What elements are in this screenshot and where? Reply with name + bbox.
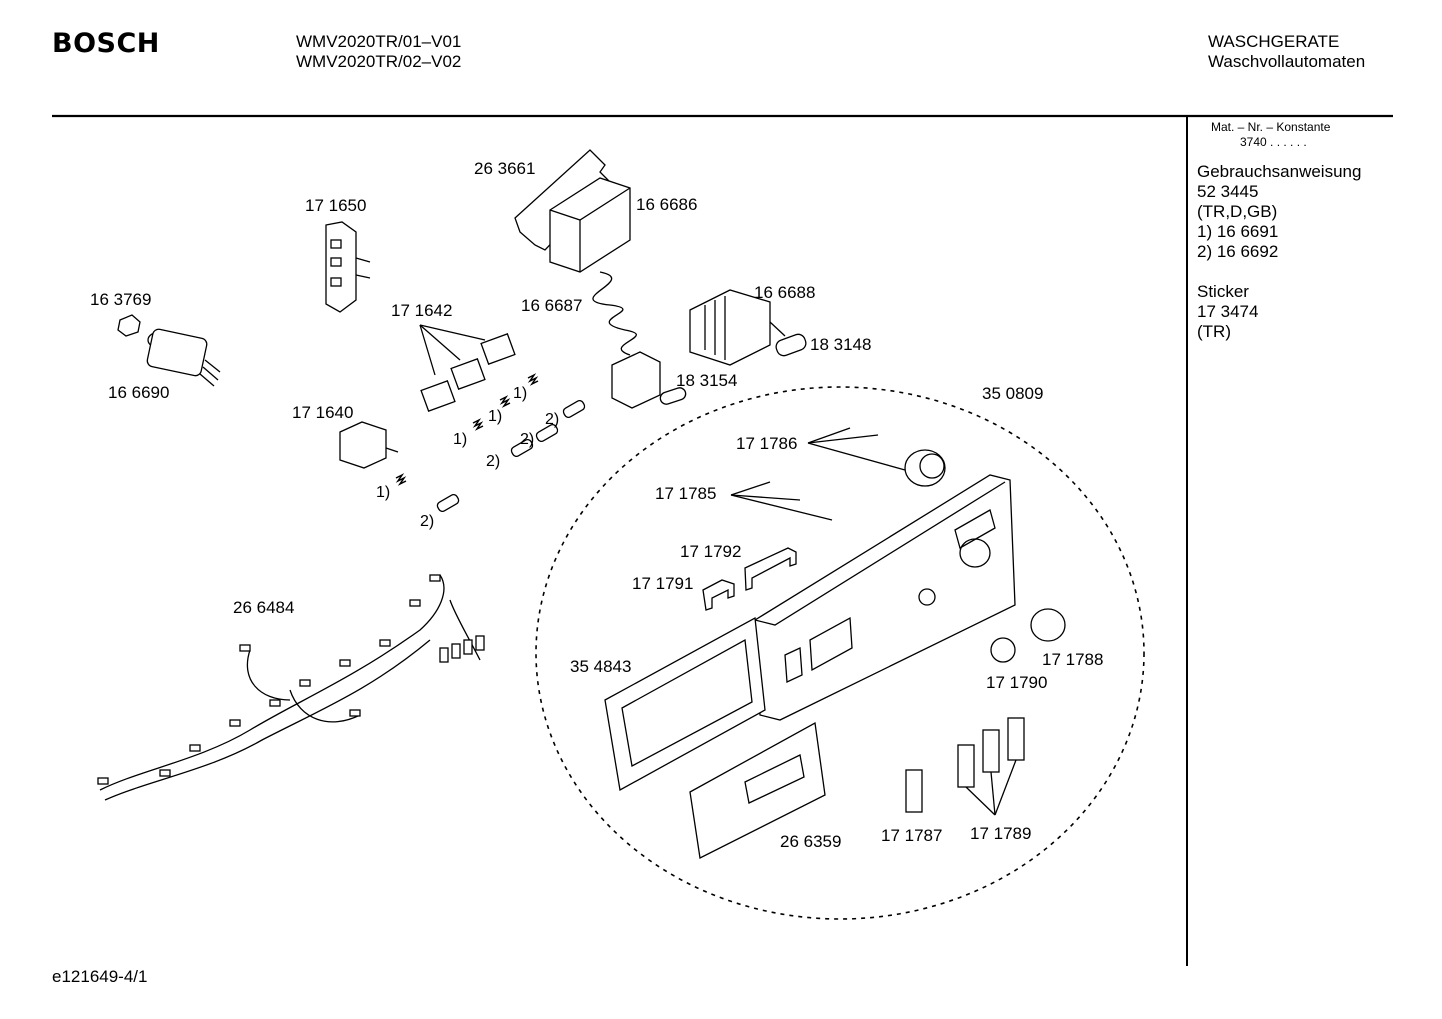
part-label-166688: 16 6688 [754, 283, 816, 302]
sticker-number: 17 3474 [1197, 302, 1259, 321]
footnote-marker-2: 2) [486, 453, 501, 470]
model-number-1: WMV2020TR/01–V01 [296, 32, 462, 51]
part-label-171786: 17 1786 [736, 434, 798, 453]
part-label-171785: 17 1785 [655, 484, 717, 503]
brand-logo: BOSCH [52, 28, 160, 59]
assembly-boundary [535, 386, 1145, 920]
model-number-2: WMV2020TR/02–V02 [296, 52, 462, 71]
sticker-title: Sticker [1197, 282, 1249, 301]
part-label-171787: 17 1787 [881, 826, 943, 845]
footnote-marker-2: 2) [420, 513, 435, 530]
part-label-166690: 16 6690 [108, 383, 170, 402]
footnote-marker-1: 1) [376, 484, 391, 501]
drawing-id: e121649-4/1 [52, 967, 148, 986]
part-label-171790: 17 1790 [986, 673, 1048, 692]
appliance-subcategory: Waschvollautomaten [1208, 52, 1366, 71]
part-label-171650: 17 1650 [305, 196, 367, 215]
footnote-marker-2: 2) [545, 411, 560, 428]
part-label-163769: 16 3769 [90, 290, 152, 309]
appliance-category: WASCHGERATE [1208, 32, 1340, 51]
manual-number: 52 3445 [1197, 182, 1259, 201]
part-label-266484: 26 6484 [233, 598, 295, 617]
mat-nr-value: 3740 . . . . . . [1240, 135, 1307, 149]
manual-variant-2: 2) 16 6692 [1197, 242, 1279, 261]
footnote-marker-1: 1) [513, 385, 528, 402]
part-label-171789: 17 1789 [970, 824, 1032, 843]
module-box-shape [549, 177, 631, 273]
part-label-171791: 17 1791 [632, 574, 694, 593]
part-label-350809: 35 0809 [982, 384, 1044, 403]
sticker-language: (TR) [1197, 322, 1231, 341]
part-label-166686: 16 6686 [636, 195, 698, 214]
mat-nr-label: Mat. – Nr. – Konstante [1211, 120, 1331, 134]
manual-languages: (TR,D,GB) [1197, 202, 1278, 221]
part-label-354843: 35 4843 [570, 657, 632, 676]
part-label-183148: 18 3148 [810, 335, 872, 354]
part-label-171792: 17 1792 [680, 542, 742, 561]
manual-title: Gebrauchsanweisung [1197, 162, 1362, 181]
part-label-171788: 17 1788 [1042, 650, 1104, 669]
part-label-171642: 17 1642 [391, 301, 453, 320]
footnote-marker-1: 1) [488, 408, 503, 425]
manual-variant-1: 1) 16 6691 [1197, 222, 1279, 241]
part-label-183154: 18 3154 [676, 371, 738, 390]
part-label-266359: 26 6359 [780, 832, 842, 851]
footnote-marker-2: 2) [520, 431, 535, 448]
part-label-171640: 17 1640 [292, 403, 354, 422]
part-label-263661: 26 3661 [474, 159, 536, 178]
part-label-166687: 16 6687 [521, 296, 583, 315]
footnote-marker-1: 1) [453, 431, 468, 448]
